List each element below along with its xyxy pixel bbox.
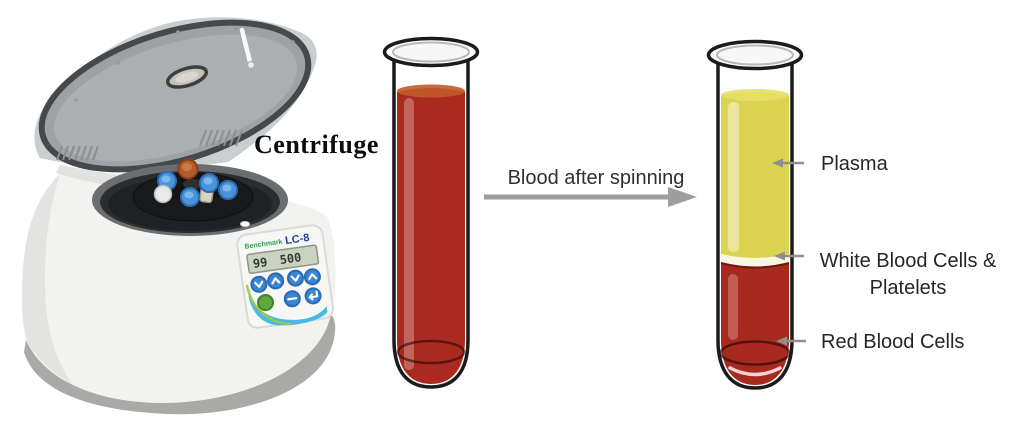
- glass-highlight: [404, 98, 414, 370]
- enter-button: [304, 287, 322, 305]
- separated-blood-tube: [706, 39, 804, 390]
- centrifuge-base-band: [24, 314, 336, 415]
- start-button: [257, 294, 275, 312]
- lcd-time-value: 99: [252, 255, 268, 271]
- wbc-label-line1: White Blood Cells &: [819, 250, 997, 272]
- plasma-layer: [721, 92, 789, 258]
- glass-highlight: [728, 102, 739, 252]
- lid-screws: [74, 27, 295, 102]
- centrifuge-label: Centrifuge: [254, 130, 379, 159]
- panel-model-text: LC-8: [284, 232, 310, 247]
- panel-buttons: [250, 268, 322, 312]
- wbc-label-line2: Platelets: [869, 277, 947, 299]
- white-blood-cells-platelets-label: White Blood Cells & Platelets: [810, 248, 1006, 302]
- buffy-coat-layer: [721, 254, 789, 268]
- down-button: [250, 275, 268, 293]
- blood-surface-meniscus: [397, 84, 465, 98]
- process-arrow: [484, 187, 697, 207]
- lcd-speed-value: 500: [279, 250, 302, 267]
- body-latch-pin: [240, 221, 250, 227]
- lid-lock-pin: [239, 27, 253, 65]
- centrifuge-illustration: Benchmark LC-8 99 500: [22, 17, 336, 415]
- lid-vent-slats: [56, 129, 243, 161]
- red-blood-cell-layer: [721, 263, 789, 385]
- down-button: [286, 269, 304, 287]
- whole-blood-tube: [382, 36, 480, 389]
- process-arrow-label: Blood after spinning: [507, 167, 685, 189]
- up-button: [267, 272, 285, 290]
- centrifuge-control-panel: Benchmark LC-8 99 500: [236, 224, 334, 329]
- whole-blood-fill: [397, 88, 465, 384]
- centrifuge-lid: [34, 17, 317, 173]
- layer-pointer-arrows: [772, 158, 806, 346]
- plasma-label: Plasma: [821, 153, 888, 175]
- up-button: [303, 268, 321, 286]
- red-blood-cells-label: Red Blood Cells: [821, 331, 965, 353]
- panel-lcd-display: [246, 244, 320, 274]
- glass-highlight: [728, 274, 738, 340]
- centrifuge-rotor-bowl: [92, 158, 302, 236]
- arrowhead: [668, 187, 697, 207]
- sample-tubes-in-rotor: [153, 158, 238, 207]
